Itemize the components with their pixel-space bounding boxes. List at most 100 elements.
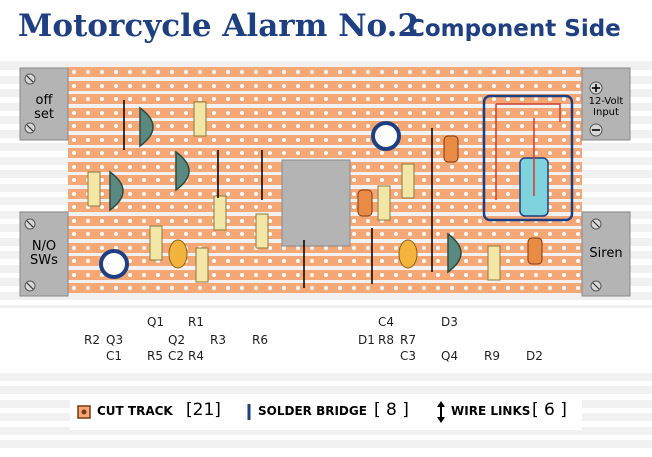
terminal-blocks (19, 67, 631, 297)
legend-cut-track-count: [21] (186, 400, 221, 420)
track-hole (324, 111, 328, 115)
component-label: D3 (441, 315, 458, 329)
track-hole (506, 178, 510, 182)
track-hole (366, 232, 370, 236)
track-hole (422, 205, 426, 209)
track-hole (128, 165, 132, 169)
track-hole (170, 70, 174, 74)
track-hole (310, 151, 314, 155)
track-hole (422, 138, 426, 142)
track-hole (86, 97, 90, 101)
track-hole (156, 124, 160, 128)
track-hole (478, 232, 482, 236)
track-hole (562, 165, 566, 169)
track-hole (324, 286, 328, 290)
track-hole (156, 138, 160, 142)
track-hole (86, 219, 90, 223)
track-hole (464, 138, 468, 142)
track-hole (576, 178, 580, 182)
track-hole (310, 111, 314, 115)
track-hole (114, 246, 118, 250)
track-hole (142, 178, 146, 182)
track-hole (100, 246, 104, 250)
track-hole (282, 70, 286, 74)
component-label: R6 (252, 333, 268, 347)
track-hole (268, 124, 272, 128)
capacitor-c4-icon (371, 121, 401, 151)
track-hole (72, 165, 76, 169)
track-hole (408, 138, 412, 142)
track-hole (464, 84, 468, 88)
track-hole (422, 286, 426, 290)
track-hole (366, 84, 370, 88)
wire-links (123, 100, 433, 288)
transistor-q1-icon (139, 106, 154, 148)
track-hole (142, 84, 146, 88)
track-hole (72, 97, 76, 101)
track-hole (492, 84, 496, 88)
track-hole (100, 286, 104, 290)
track-hole (408, 273, 412, 277)
track-hole (520, 70, 524, 74)
track-hole (534, 111, 538, 115)
component-label: C4 (378, 315, 395, 329)
track-hole (436, 273, 440, 277)
track-hole (520, 84, 524, 88)
track-hole (576, 232, 580, 236)
track-hole (72, 111, 76, 115)
track-hole (548, 165, 552, 169)
board-strip (0, 130, 652, 138)
track-hole (464, 151, 468, 155)
track-hole (324, 97, 328, 101)
component-label: R3 (210, 333, 226, 347)
track-hole (492, 286, 496, 290)
track-hole (100, 70, 104, 74)
track-hole (156, 178, 160, 182)
track-hole (324, 151, 328, 155)
track-hole (478, 192, 482, 196)
track-hole (548, 192, 552, 196)
track-hole (170, 178, 174, 182)
track-hole (198, 192, 202, 196)
track-hole (240, 111, 244, 115)
track-hole (254, 111, 258, 115)
track-hole (268, 138, 272, 142)
track-hole (352, 124, 356, 128)
track-hole (520, 138, 524, 142)
track-hole (86, 70, 90, 74)
track-hole (352, 165, 356, 169)
track-hole (576, 97, 580, 101)
transistor-q3-icon (109, 170, 124, 212)
track-hole (184, 192, 188, 196)
track-hole (282, 84, 286, 88)
track-hole (422, 246, 426, 250)
page-title: Motorcycle Alarm No.2 (18, 8, 420, 44)
track-hole (86, 111, 90, 115)
track-hole (296, 151, 300, 155)
track-hole (338, 97, 342, 101)
track-hole (436, 97, 440, 101)
track-hole (408, 219, 412, 223)
track-hole (170, 97, 174, 101)
track-hole (128, 205, 132, 209)
track-hole (422, 84, 426, 88)
track-hole (100, 124, 104, 128)
track-hole (72, 84, 76, 88)
track-hole (128, 84, 132, 88)
track-hole (422, 192, 426, 196)
track-hole (422, 219, 426, 223)
track-hole (562, 84, 566, 88)
track-hole (408, 124, 412, 128)
track-hole (352, 286, 356, 290)
track-hole (436, 219, 440, 223)
track-hole (268, 205, 272, 209)
track-hole (394, 219, 398, 223)
track-hole (492, 232, 496, 236)
track-hole (576, 84, 580, 88)
track-hole (170, 138, 174, 142)
track-hole (212, 259, 216, 263)
track-hole (296, 111, 300, 115)
track-hole (240, 178, 244, 182)
track-hole (86, 165, 90, 169)
track-hole (282, 111, 286, 115)
